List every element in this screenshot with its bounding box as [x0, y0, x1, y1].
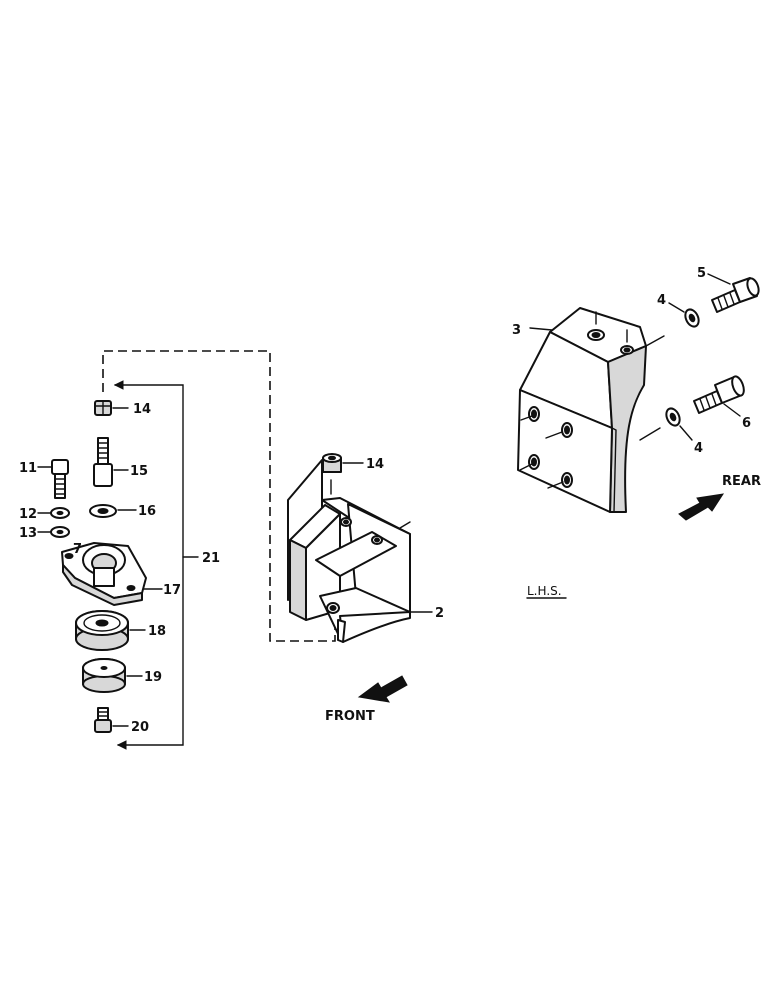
part-6-bolt — [693, 375, 745, 417]
callout-18: 18 — [148, 624, 166, 639]
lhs-label-group: L.H.S. — [526, 584, 567, 599]
callout-2: 2 — [435, 606, 444, 621]
part-17-mounting-plate — [61, 542, 163, 606]
callout-7: 7 — [73, 542, 82, 557]
part-2-bracket — [287, 459, 433, 643]
callout-15: 15 — [130, 464, 148, 479]
callout-14-left: 14 — [133, 402, 151, 417]
callout-11: 11 — [19, 461, 37, 476]
callout-5: 5 — [697, 266, 706, 281]
part-14-nut-left — [94, 400, 129, 416]
callout-17: 17 — [163, 583, 181, 598]
part-4-washer-lower — [665, 407, 693, 441]
part-12-washer — [37, 507, 70, 519]
callout-3: 3 — [512, 323, 521, 338]
callout-21: 21 — [202, 551, 220, 566]
callout-14-middle: 14 — [366, 457, 384, 472]
callout-19: 19 — [144, 670, 162, 685]
item-21-bracket — [113, 380, 199, 750]
part-3-block — [517, 307, 665, 513]
part-19-buffer — [82, 658, 143, 693]
callout-numbers: 14 15 16 11 12 13 7 17 18 19 20 21 14 2 … — [19, 266, 751, 735]
rear-label: REAR — [722, 474, 761, 489]
callout-16: 16 — [138, 504, 156, 519]
callout-4-lower: 4 — [694, 441, 703, 456]
part-11-bolt — [37, 459, 69, 499]
part-5-bolt — [707, 273, 760, 313]
callout-12: 12 — [19, 507, 37, 522]
part-16-washer — [89, 504, 137, 518]
part-20-bolt — [94, 707, 129, 733]
part-13-washer — [37, 526, 70, 538]
part-18-rubber-mount — [75, 610, 146, 651]
rear-arrow-icon — [678, 493, 725, 521]
front-arrow-icon — [357, 675, 408, 703]
callout-6: 6 — [742, 416, 751, 431]
part-4-washer-upper — [668, 302, 700, 328]
lhs-label: L.H.S. — [527, 584, 562, 598]
assembly-dashed-line — [102, 350, 336, 642]
front-label: FRONT — [325, 709, 375, 724]
callout-4-upper: 4 — [657, 293, 666, 308]
part-15-stud — [93, 437, 129, 487]
part-14-nut-middle — [322, 453, 364, 473]
callout-20: 20 — [131, 720, 149, 735]
callout-13: 13 — [19, 526, 37, 541]
